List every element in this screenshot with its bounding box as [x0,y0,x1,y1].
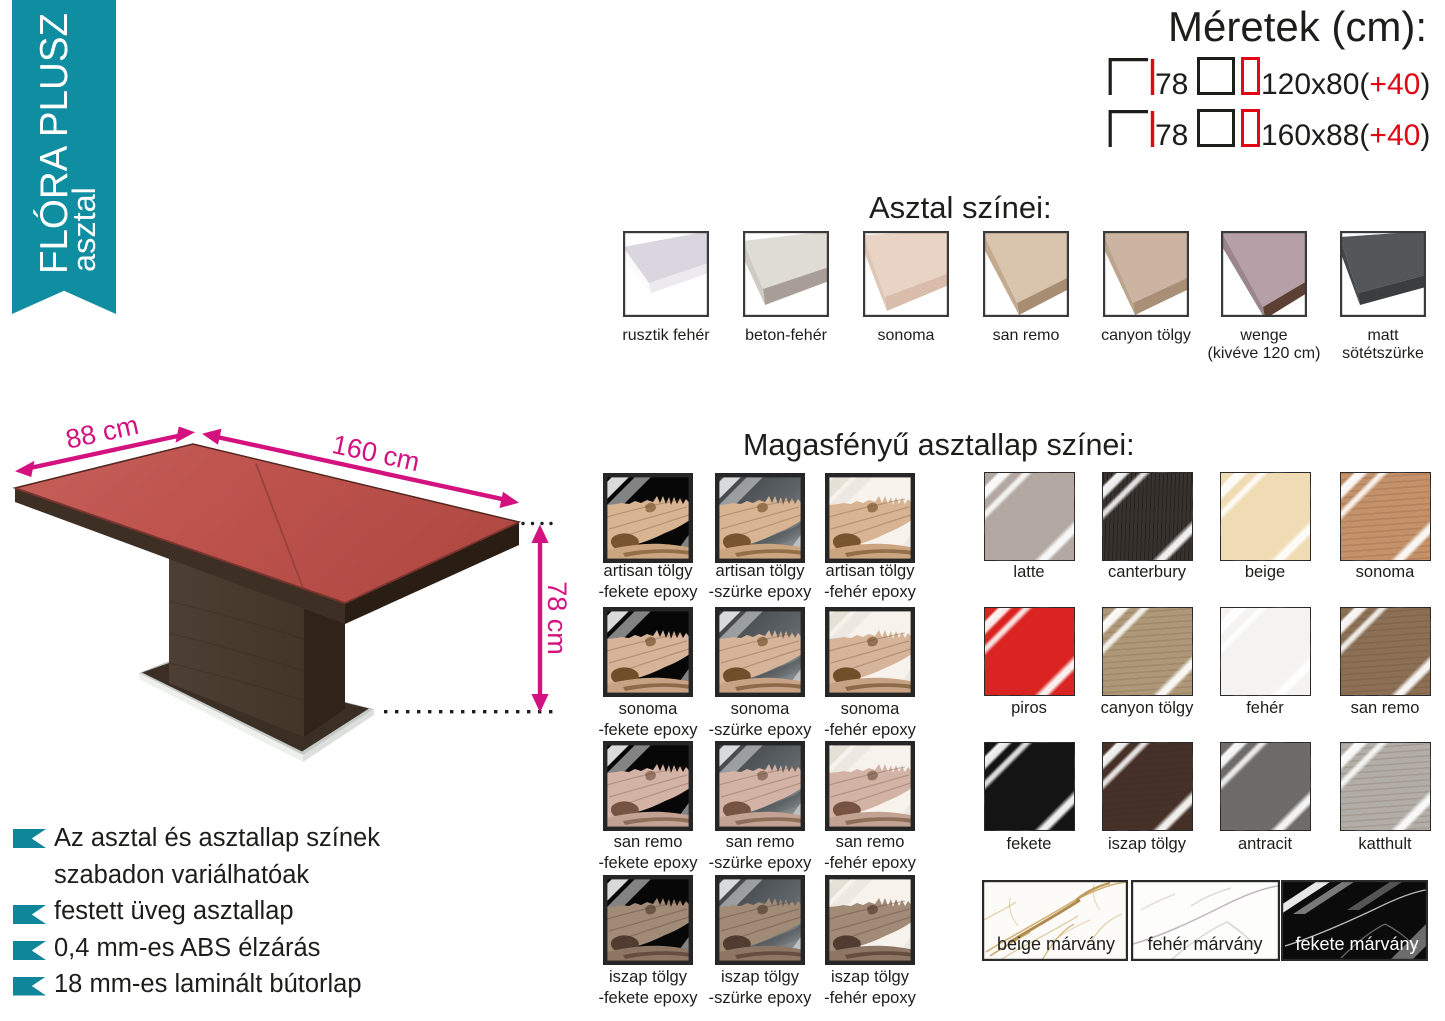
svg-text:78 cm: 78 cm [542,581,572,655]
svg-text:beige márvány: beige márvány [997,934,1115,954]
svg-text:fekete márvány: fekete márvány [1295,934,1418,954]
svg-text:fehér márvány: fehér márvány [1147,934,1262,954]
